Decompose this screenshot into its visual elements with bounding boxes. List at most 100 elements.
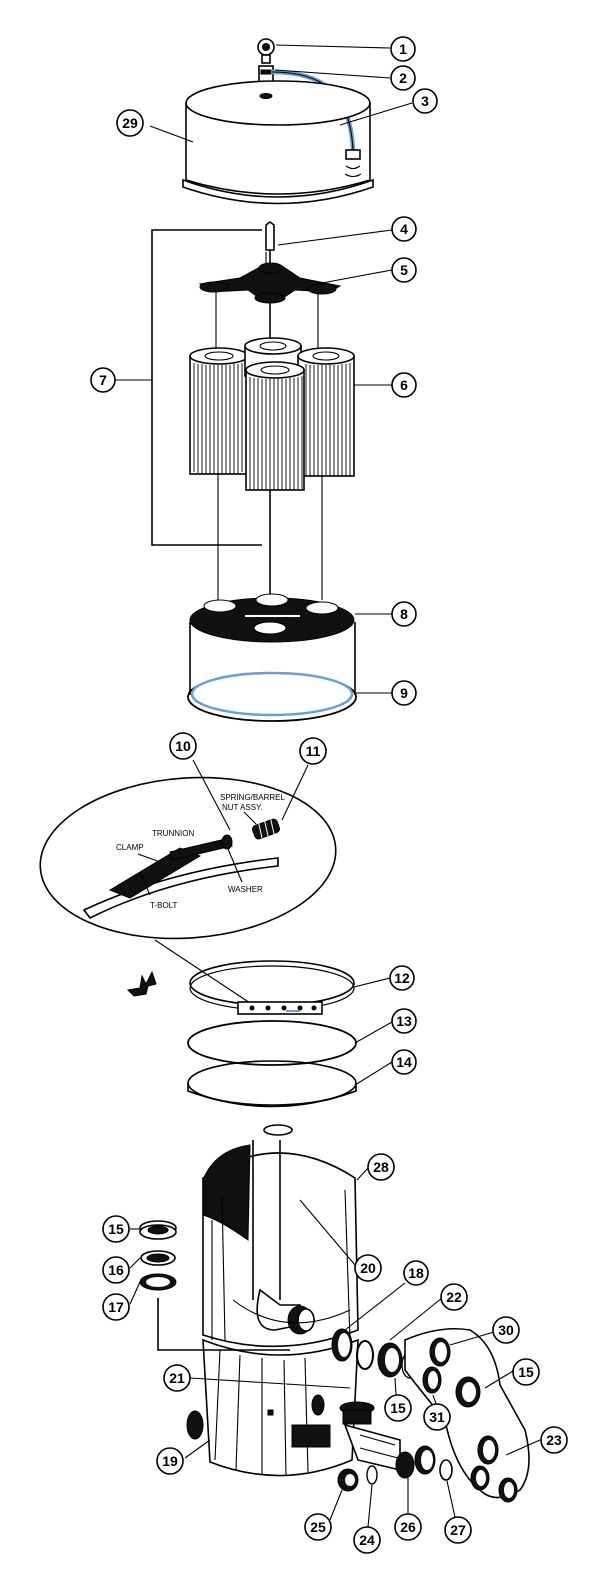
svg-text:6: 6 bbox=[400, 377, 408, 393]
svg-text:15: 15 bbox=[518, 1364, 534, 1380]
svg-text:22: 22 bbox=[446, 1289, 462, 1305]
clamp-label: CLAMP bbox=[116, 843, 144, 852]
callout-14: 14 bbox=[391, 1049, 417, 1075]
svg-text:16: 16 bbox=[108, 1262, 124, 1278]
bottom-manifold bbox=[189, 593, 355, 643]
svg-text:26: 26 bbox=[400, 1519, 416, 1535]
bulkhead-nut bbox=[377, 1342, 403, 1378]
svg-text:2: 2 bbox=[399, 70, 407, 86]
callout-22: 22 bbox=[440, 1283, 468, 1311]
svg-text:18: 18 bbox=[408, 1265, 424, 1281]
svg-text:25: 25 bbox=[310, 1519, 326, 1535]
clamp-band bbox=[189, 960, 355, 1015]
svg-text:10: 10 bbox=[175, 738, 191, 754]
callout-19: 19 bbox=[156, 1447, 184, 1475]
svg-text:1: 1 bbox=[399, 41, 407, 57]
svg-text:7: 7 bbox=[99, 372, 107, 388]
tank-base bbox=[186, 1338, 359, 1477]
callout-3: 3 bbox=[412, 88, 438, 114]
callout-6: 6 bbox=[391, 372, 417, 398]
callout-13: 13 bbox=[391, 1008, 417, 1034]
svg-text:29: 29 bbox=[122, 115, 138, 131]
callout-23: 23 bbox=[540, 1426, 568, 1454]
svg-text:21: 21 bbox=[169, 1370, 185, 1386]
svg-text:8: 8 bbox=[400, 606, 408, 622]
callout-21: 21 bbox=[163, 1364, 191, 1392]
svg-text:11: 11 bbox=[306, 743, 321, 759]
filter-cartridge-left bbox=[189, 347, 249, 600]
callout-15-left: 15 bbox=[102, 1215, 130, 1243]
svg-text:17: 17 bbox=[108, 1299, 124, 1315]
callout-12: 12 bbox=[389, 965, 415, 991]
svg-text:19: 19 bbox=[162, 1453, 178, 1469]
callout-10: 10 bbox=[169, 732, 197, 760]
svg-text:23: 23 bbox=[546, 1432, 562, 1448]
callout-20: 20 bbox=[354, 1254, 382, 1282]
svg-text:12: 12 bbox=[394, 970, 410, 986]
spring-barrel-label: SPRING/BARREL bbox=[220, 793, 285, 802]
drain-o-ring bbox=[439, 1459, 453, 1481]
union-tailpiece bbox=[140, 1250, 176, 1266]
svg-text:4: 4 bbox=[400, 221, 408, 237]
callout-25: 25 bbox=[304, 1513, 332, 1541]
svg-text:30: 30 bbox=[498, 1322, 514, 1338]
tank-flange bbox=[187, 1060, 357, 1108]
filter-cartridge-right bbox=[297, 347, 355, 600]
union-o-ring bbox=[139, 1273, 177, 1291]
svg-text:3: 3 bbox=[421, 93, 429, 109]
svg-text:14: 14 bbox=[396, 1054, 412, 1070]
callout-15-center: 15 bbox=[384, 1394, 412, 1422]
leader-lines bbox=[115, 44, 541, 1528]
tank-body bbox=[202, 1124, 359, 1348]
callout-15-right: 15 bbox=[512, 1358, 540, 1386]
pressure-gauge bbox=[257, 38, 275, 64]
callout-30: 30 bbox=[492, 1316, 520, 1344]
plate-nut-right bbox=[455, 1376, 481, 1408]
svg-text:15: 15 bbox=[390, 1400, 406, 1416]
callout-5: 5 bbox=[391, 257, 417, 283]
svg-text:24: 24 bbox=[359, 1532, 375, 1548]
svg-text:20: 20 bbox=[360, 1260, 376, 1276]
drain-o-ring-small bbox=[366, 1465, 378, 1485]
tube-end-fitting bbox=[344, 149, 362, 178]
svg-text:9: 9 bbox=[400, 685, 408, 701]
o-ring bbox=[187, 1020, 357, 1066]
svg-text:15: 15 bbox=[108, 1221, 124, 1237]
svg-text:5: 5 bbox=[400, 262, 408, 278]
callout-31: 31 bbox=[423, 1403, 451, 1431]
svg-text:13: 13 bbox=[396, 1013, 412, 1029]
mounting-plate bbox=[404, 1327, 530, 1503]
filter-lid bbox=[182, 80, 374, 205]
callout-17: 17 bbox=[102, 1293, 130, 1321]
filter-cartridge-front bbox=[245, 361, 305, 491]
washer-label: WASHER bbox=[228, 885, 263, 894]
nut-assy-label: NUT ASSY. bbox=[222, 803, 263, 812]
callout-4: 4 bbox=[391, 216, 417, 242]
port-gasket bbox=[356, 1340, 374, 1370]
union-nut-left bbox=[139, 1220, 177, 1240]
inner-tank-ring bbox=[187, 622, 357, 722]
callout-26: 26 bbox=[394, 1513, 422, 1541]
callout-18: 18 bbox=[403, 1260, 429, 1286]
callout-11: 11 bbox=[299, 737, 327, 765]
spring-barrel-nut bbox=[252, 815, 280, 840]
clamp-detail-inset: SPRING/BARREL NUT ASSY. TRUNNION CLAMP W… bbox=[39, 776, 337, 940]
t-bolt-label: T-BOLT bbox=[150, 901, 178, 910]
svg-text:31: 31 bbox=[429, 1409, 445, 1425]
callout-1: 1 bbox=[390, 36, 416, 62]
callout-29: 29 bbox=[116, 109, 144, 137]
drain-cap bbox=[395, 1445, 436, 1479]
arrow-icon bbox=[126, 970, 157, 997]
top-manifold bbox=[198, 262, 342, 355]
callout-24: 24 bbox=[353, 1526, 381, 1554]
callout-27: 27 bbox=[444, 1516, 472, 1544]
plate-fitting-mid bbox=[422, 1366, 442, 1394]
plate-fitting-top bbox=[429, 1337, 451, 1367]
callout-2: 2 bbox=[390, 65, 416, 91]
svg-text:27: 27 bbox=[450, 1522, 466, 1538]
assembly-bracket bbox=[151, 229, 262, 546]
drain-plug bbox=[337, 1468, 359, 1492]
svg-text:28: 28 bbox=[373, 1159, 389, 1175]
callout-8: 8 bbox=[391, 601, 417, 627]
